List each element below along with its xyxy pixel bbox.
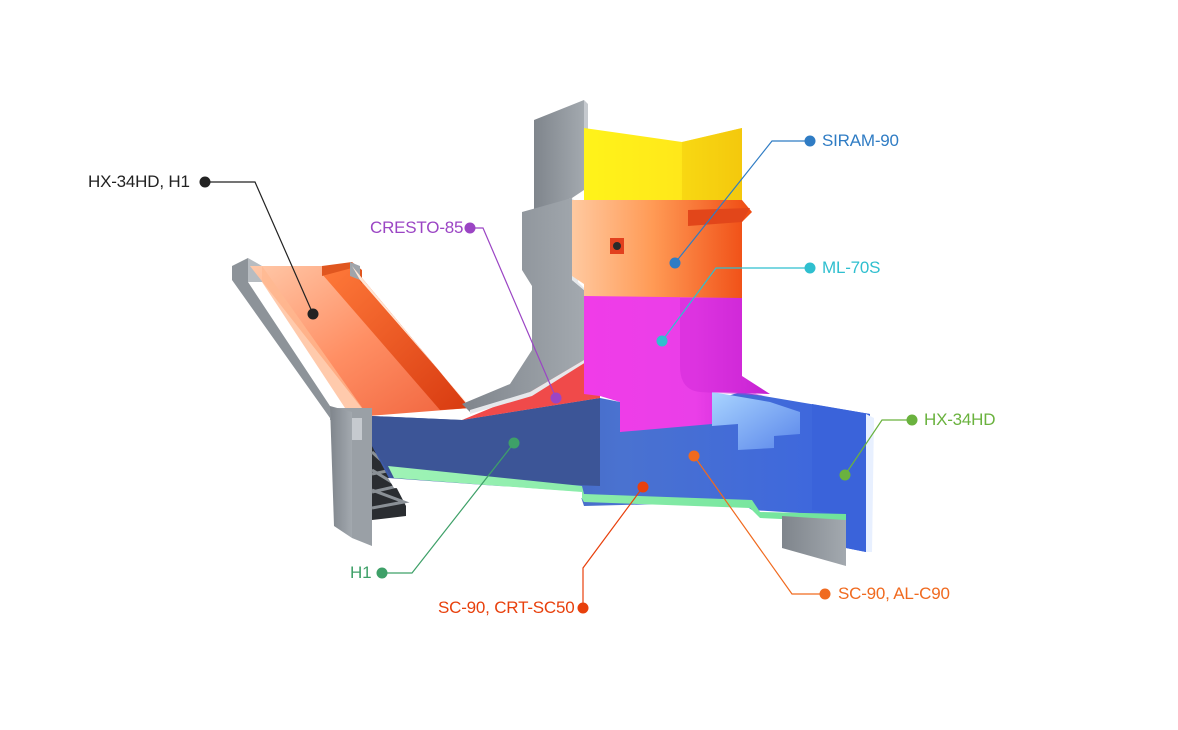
label-sc90-crt: SC-90, CRT-SC50 (438, 598, 575, 617)
label-cresto85: CRESTO-85 (370, 218, 464, 237)
siram90-dot (804, 135, 816, 147)
label-ml70s: ML-70S (822, 258, 881, 277)
label-dots (199, 135, 918, 614)
base-block (372, 392, 874, 552)
sc90-al-target-dot (688, 450, 700, 462)
hx34hd-h1-target-dot (307, 308, 319, 320)
cresto85-target-dot (550, 392, 562, 404)
left-tray (232, 258, 475, 420)
hx34hd-target-dot (839, 469, 851, 481)
cresto85-dot (464, 222, 476, 234)
sc90-crt-target-dot (637, 481, 649, 493)
yellow-corner (682, 128, 742, 204)
sc90-al-dot (819, 588, 831, 600)
label-h1: H1 (350, 563, 372, 582)
label-hx34hd-h1: HX-34HD, H1 (88, 172, 190, 191)
green-layer (388, 466, 846, 522)
ml70s-dot (804, 262, 816, 274)
central-upstand (462, 100, 588, 414)
h1-target-dot (508, 437, 520, 449)
leader-lines (205, 140, 912, 608)
h1-dot (376, 567, 388, 579)
ml70s-target-dot (656, 335, 668, 347)
orange-layer (572, 200, 752, 298)
hx34hd-h1-dot (199, 176, 211, 188)
right-footing (782, 516, 846, 566)
siram90-target-dot (669, 257, 681, 269)
label-siram90: SIRAM-90 (822, 131, 899, 150)
left-column (330, 406, 410, 546)
label-sc90-al: SC-90, AL-C90 (838, 584, 950, 603)
hx34hd-dot (906, 414, 918, 426)
magenta-layer (584, 296, 770, 432)
sc90-crt-dot (577, 602, 589, 614)
label-hx34hd: HX-34HD (924, 410, 996, 429)
